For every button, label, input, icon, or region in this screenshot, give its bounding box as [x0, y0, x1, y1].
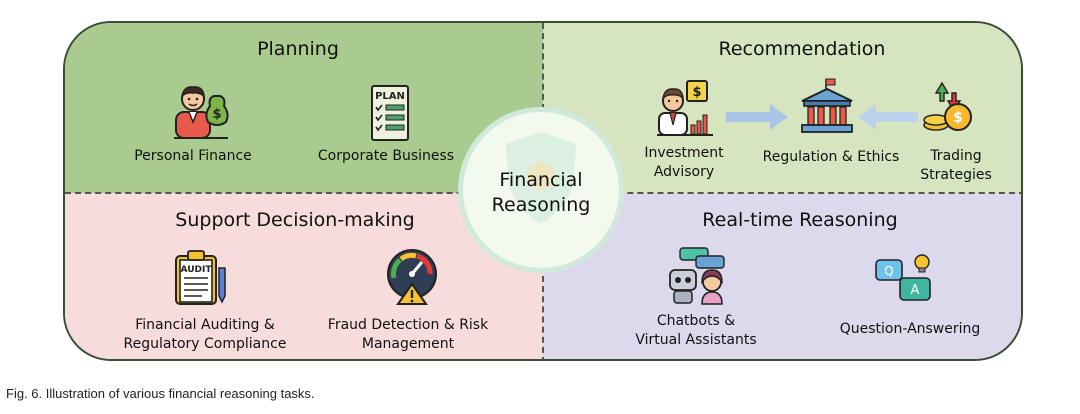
plan-icon-text: PLAN	[375, 91, 405, 102]
qa-a-text: A	[911, 283, 920, 298]
recommendation-quadrant	[543, 23, 1021, 193]
chatbot-assistant-icon	[669, 247, 725, 305]
question-answering-label: Question-Answering	[839, 321, 981, 337]
center-title: Financial Reasoning	[476, 168, 606, 218]
question-answer-icon: Q A	[875, 254, 931, 301]
investment-advisory-icon: $	[657, 80, 713, 136]
investment-advisory-label-2: Advisory	[653, 164, 715, 180]
svg-text:$: $	[212, 107, 221, 122]
figure-caption: Fig. 6. Illustration of various financia…	[6, 386, 315, 401]
arrow-right-icon	[726, 104, 788, 130]
svg-text:$: $	[692, 85, 701, 100]
fraud-detection-label-1: Fraud Detection & Risk	[327, 317, 489, 333]
shield-icon	[506, 132, 576, 224]
arrow-left-icon	[858, 104, 918, 130]
chatbots-label-2: Virtual Assistants	[635, 332, 757, 348]
realtime-title: Real-time Reasoning	[702, 209, 898, 231]
personal-finance-icon: $	[174, 86, 229, 139]
financial-auditing-label-1: Financial Auditing &	[135, 317, 275, 333]
planning-title: Planning	[257, 38, 339, 60]
audit-icon-text: AUDIT	[181, 265, 213, 275]
audit-clipboard-icon: AUDIT	[175, 250, 226, 305]
trading-strategies-label-2: Strategies	[920, 167, 992, 183]
fraud-gauge-icon	[387, 249, 437, 305]
personal-finance-label: Personal Finance	[134, 148, 252, 164]
support-decision-title: Support Decision-making	[175, 209, 415, 231]
corporate-business-label: Corporate Business	[317, 148, 455, 164]
investment-advisory-label-1: Investment	[644, 145, 724, 161]
realtime-quadrant	[543, 193, 1021, 359]
chatbots-label-1: Chatbots &	[656, 313, 736, 329]
financial-auditing-label-2: Regulatory Compliance	[123, 336, 287, 352]
bank-building-icon	[801, 78, 853, 133]
regulation-ethics-label: Regulation & Ethics	[762, 149, 900, 165]
center-title-line-2: Reasoning	[491, 194, 591, 216]
svg-text:$: $	[953, 110, 963, 126]
fraud-detection-label-2: Management	[361, 336, 455, 352]
trading-strategies-label-1: Trading	[930, 148, 982, 164]
plan-clipboard-icon: PLAN	[371, 85, 409, 141]
recommendation-title: Recommendation	[718, 38, 886, 60]
center-title-line-1: Financial	[499, 169, 583, 191]
qa-q-text: Q	[884, 264, 893, 278]
trading-coins-icon: $	[923, 81, 972, 131]
